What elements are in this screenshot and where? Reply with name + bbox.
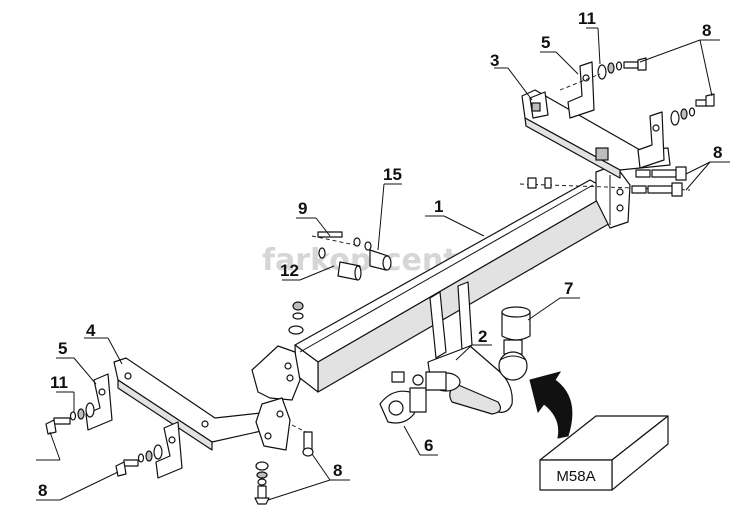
mounting-plate-upper-left <box>85 373 113 431</box>
left-side-bracket <box>113 357 276 451</box>
bolt-set-side-right <box>519 166 691 197</box>
bolt-set-lower-left <box>115 444 163 477</box>
bolt-set-top-left <box>288 301 304 335</box>
callout-part-12: 12 <box>280 261 299 280</box>
mounting-plate-lower-right <box>637 111 665 169</box>
model-code-box: M58A <box>539 415 669 491</box>
leader-lines <box>36 27 730 501</box>
bolt-set-upper-right <box>559 57 647 91</box>
callout-part-11-lower: 11 <box>50 373 68 392</box>
right-side-bracket <box>521 89 671 179</box>
callout-part-5-lower: 5 <box>58 339 67 358</box>
callout-part-4: 4 <box>86 321 96 340</box>
callout-part-2: 2 <box>478 327 487 346</box>
tow-ball <box>498 339 528 381</box>
install-direction-arrow <box>529 371 573 439</box>
callout-part-8-bottom: 8 <box>333 461 342 480</box>
right-end-plate <box>595 164 631 229</box>
callout-part-7: 7 <box>564 279 573 298</box>
bolt-set-bottom <box>254 424 314 505</box>
callout-part-15: 15 <box>383 165 402 184</box>
left-end-plate <box>251 345 301 451</box>
callout-part-3: 3 <box>490 51 499 70</box>
model-code-label: M58A <box>556 468 595 485</box>
tow-ball-cap <box>501 306 531 341</box>
spacer-sleeve-set <box>311 231 392 281</box>
callout-part-11-upper: 11 <box>578 9 596 28</box>
callout-part-9: 9 <box>298 199 307 218</box>
callout-part-8-upper-right: 8 <box>702 21 711 40</box>
callout-labels: 1 2 3 4 5 5 6 7 8 8 8 8 9 11 11 12 15 <box>38 9 722 500</box>
callout-part-8-right: 8 <box>713 143 722 162</box>
electrical-socket <box>379 371 447 424</box>
callout-part-5-upper: 5 <box>541 33 550 52</box>
callout-part-8-left: 8 <box>38 481 47 500</box>
bolt-set-upper-left <box>45 402 95 435</box>
mounting-plate-upper-right <box>567 61 595 119</box>
callout-part-6: 6 <box>424 436 433 455</box>
bolt-set-middle-right <box>670 93 715 126</box>
mounting-plate-lower-left <box>155 421 183 479</box>
callout-part-1: 1 <box>434 197 443 216</box>
